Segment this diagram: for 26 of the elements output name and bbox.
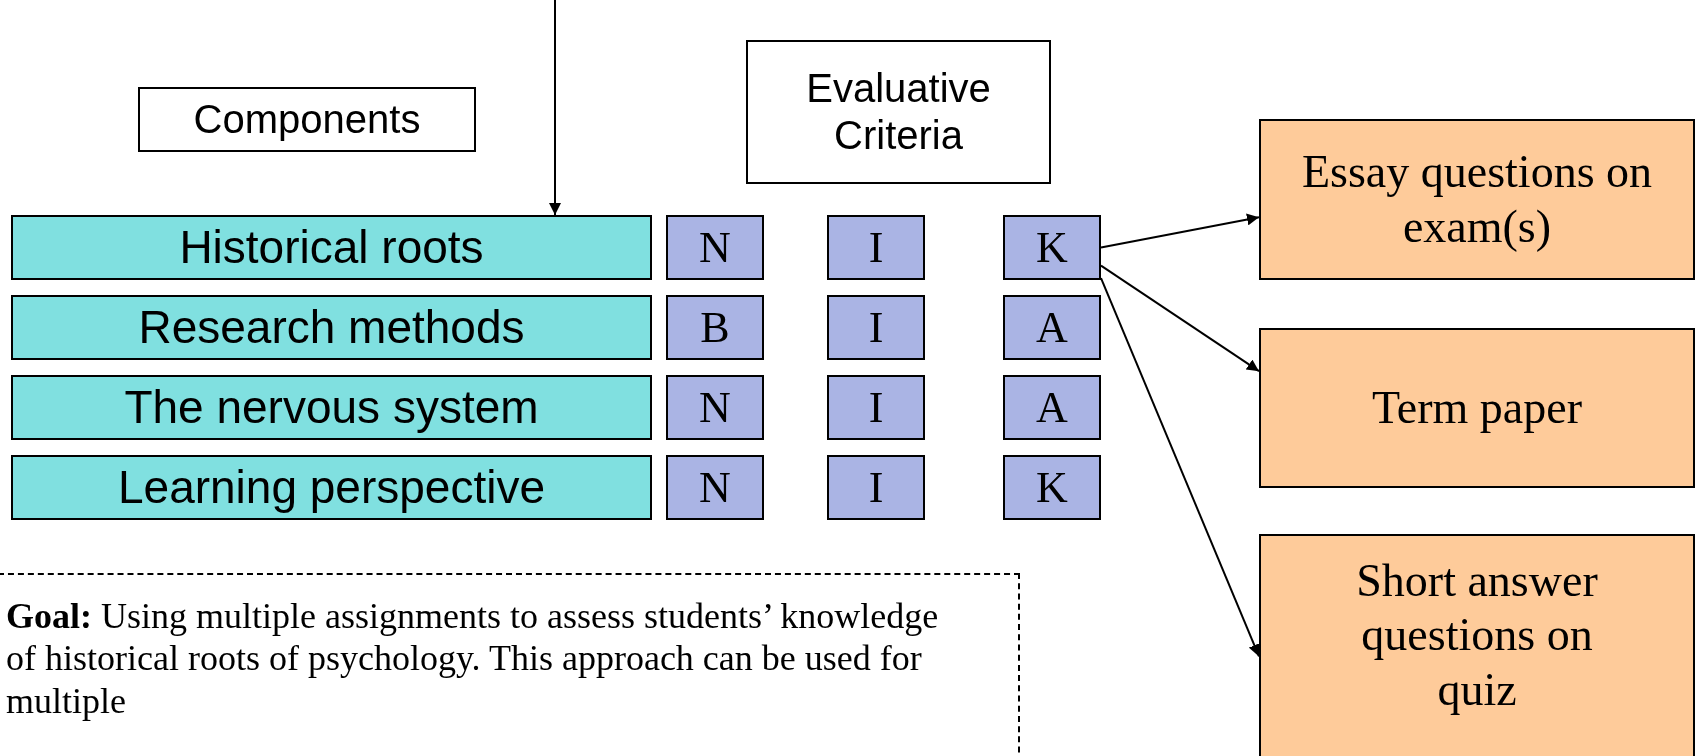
- heading-box: Evaluative Criteria: [746, 40, 1051, 184]
- component-bar: Historical roots: [11, 215, 652, 280]
- assignment-box: Short answer questions on quiz: [1259, 534, 1695, 756]
- arrow: [549, 0, 561, 216]
- heading-box: Components: [138, 87, 476, 152]
- criterion-box: N: [666, 215, 764, 280]
- criterion-box: K: [1003, 455, 1101, 520]
- component-bar: The nervous system: [11, 375, 652, 440]
- assignment-box: Term paper: [1259, 328, 1695, 488]
- component-bar: Research methods: [11, 295, 652, 360]
- criterion-box: B: [666, 295, 764, 360]
- criterion-box: I: [827, 375, 925, 440]
- arrow: [1100, 264, 1260, 373]
- arrow: [1100, 277, 1260, 658]
- criterion-box: I: [827, 295, 925, 360]
- arrow: [1100, 213, 1260, 249]
- criterion-box: N: [666, 375, 764, 440]
- criterion-box: K: [1003, 215, 1101, 280]
- criterion-box: N: [666, 455, 764, 520]
- criterion-box: A: [1003, 375, 1101, 440]
- assignment-box: Essay questions on exam(s): [1259, 119, 1695, 280]
- goal-note-box: Goal: Using multiple assignments to assess students’ knowledge of historical roots of psychology. This approach can be used for multiple: [0, 573, 1020, 756]
- criterion-box: I: [827, 215, 925, 280]
- criterion-box: A: [1003, 295, 1101, 360]
- criterion-box: I: [827, 455, 925, 520]
- component-bar: Learning perspective: [11, 455, 652, 520]
